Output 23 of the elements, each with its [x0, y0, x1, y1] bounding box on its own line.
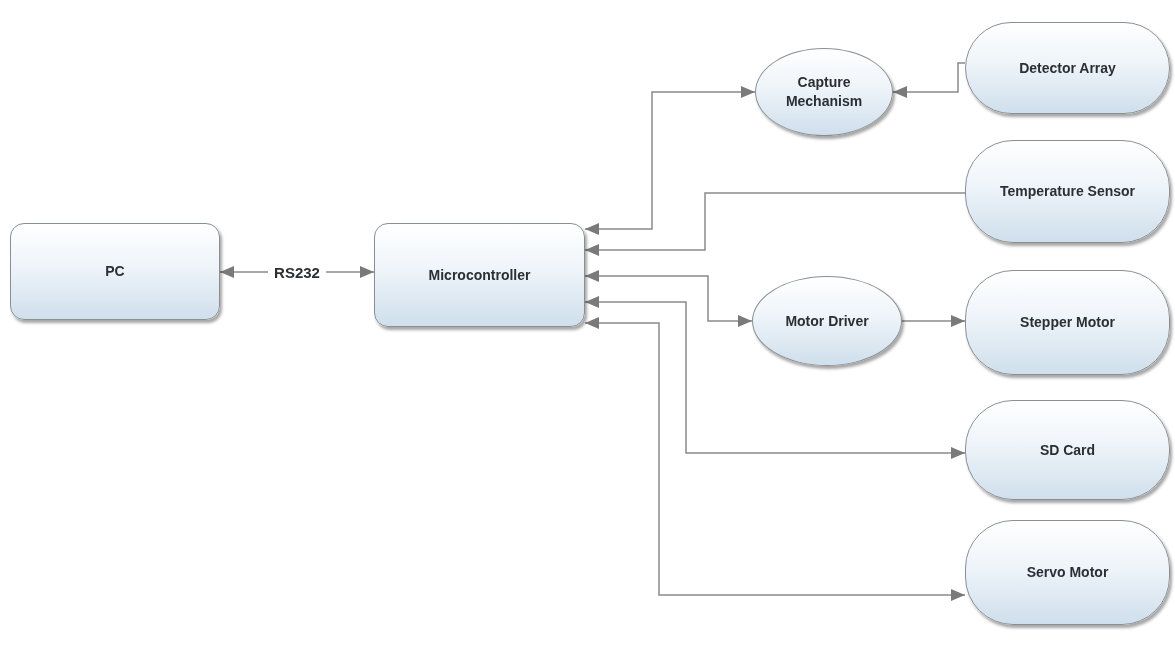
node-label: Detector Array: [1019, 58, 1116, 78]
connector-arrow: [584, 270, 753, 327]
process-box: [965, 400, 1170, 500]
node-label: SD Card: [1039, 440, 1096, 460]
node-label: PC: [105, 262, 125, 281]
connector-arrow: [584, 192, 966, 256]
process-box: [965, 140, 1170, 243]
connector-arrow: [892, 62, 966, 98]
connector-arrow: [901, 315, 966, 327]
process-box: [10, 223, 220, 320]
process-box: [965, 22, 1170, 114]
process-box: [374, 223, 585, 327]
node-label: Capture Mechanism: [784, 73, 864, 111]
connector-arrow: [584, 86, 756, 235]
node-label: Temperature Sensor: [999, 182, 1136, 201]
node-label: Motor Driver: [785, 311, 869, 331]
node-label: Servo Motor: [1026, 563, 1109, 582]
process-box: [965, 520, 1170, 625]
process-box: [965, 270, 1170, 375]
connector-arrow: [584, 317, 966, 601]
connector-arrow: [584, 296, 966, 459]
node-label: Microcontroller: [428, 265, 531, 285]
node-label: Stepper Motor: [1020, 313, 1115, 332]
